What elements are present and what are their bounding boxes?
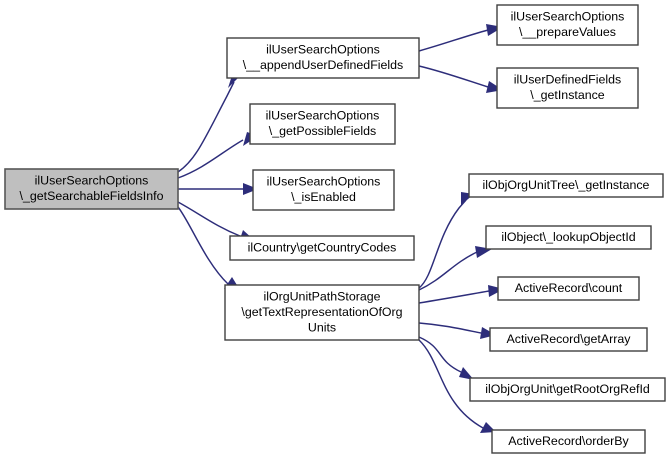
- node-label-line2: \_getSearchableFieldsInfo: [20, 189, 164, 203]
- node-box[interactable]: [489, 327, 648, 352]
- edge-line: [177, 139, 244, 179]
- node-box[interactable]: [496, 67, 639, 109]
- edge-orgpath-to-tree: [418, 192, 474, 289]
- graph-node-orgpath[interactable]: ilOrgUnitPathStorage \getTextRepresentati…: [224, 284, 420, 341]
- node-label-line1: ActiveRecord\count: [515, 281, 623, 295]
- edge-orgpath-to-getarray: [418, 322, 496, 339]
- node-box[interactable]: [252, 169, 395, 211]
- node-label-line2: \__prepareValues: [519, 25, 616, 39]
- graph-node-lookup[interactable]: ilObject\_lookupObjectId: [485, 225, 652, 250]
- node-label-line1: ilObjOrgUnit\getRootOrgRefId: [485, 382, 650, 396]
- graph-node-orderby[interactable]: ActiveRecord\orderBy: [491, 429, 646, 454]
- node-box[interactable]: [491, 429, 646, 454]
- node-box[interactable]: [226, 37, 420, 79]
- node-box[interactable]: [496, 4, 639, 46]
- node-label-line1: ilObjOrgUnitTree\_getInstance: [483, 178, 650, 192]
- arrowhead-icon: [459, 367, 474, 380]
- edge-orgpath-to-count: [418, 285, 504, 304]
- edge-line: [418, 339, 484, 429]
- node-label-line1: ilUserSearchOptions: [266, 43, 380, 57]
- node-box[interactable]: [497, 276, 640, 301]
- node-label-line2: \_isEnabled: [291, 190, 356, 204]
- graph-node-getarray[interactable]: ActiveRecord\getArray: [489, 327, 648, 352]
- edge-line: [418, 199, 467, 289]
- graph-node-possible[interactable]: ilUserSearchOptions\_getPossibleFields: [249, 103, 396, 145]
- node-label-line1: ActiveRecord\getArray: [507, 332, 632, 346]
- node-box[interactable]: [469, 377, 666, 402]
- node-box[interactable]: [485, 225, 652, 250]
- edge-line: [418, 65, 489, 88]
- node-box[interactable]: [468, 173, 664, 198]
- edge-root-to-append: [177, 66, 243, 173]
- node-label-line2: \getTextRepresentationOfOrg: [241, 305, 402, 319]
- node-box[interactable]: [249, 103, 396, 145]
- graph-node-udf[interactable]: ilUserDefinedFields\_getInstance: [496, 67, 639, 109]
- graph-node-enabled[interactable]: ilUserSearchOptions\_isEnabled: [252, 169, 395, 211]
- edge-line: [418, 336, 462, 373]
- node-label-line3: Units: [308, 320, 336, 334]
- edge-line: [418, 29, 489, 52]
- edge-layer: [177, 24, 504, 433]
- graph-node-count[interactable]: ActiveRecord\count: [497, 276, 640, 301]
- node-label-line1: ilUserDefinedFields: [514, 73, 621, 87]
- graph-node-prepare[interactable]: ilUserSearchOptions\__prepareValues: [496, 4, 639, 46]
- edge-line: [177, 201, 241, 237]
- edge-orgpath-to-lookup: [418, 246, 492, 291]
- graph-node-rootref[interactable]: ilObjOrgUnit\getRootOrgRefId: [469, 377, 666, 402]
- node-label-line1: ActiveRecord\orderBy: [508, 434, 629, 448]
- graph-node-country[interactable]: ilCountry\getCountryCodes: [229, 235, 415, 261]
- node-label-line1: ilCountry\getCountryCodes: [248, 240, 397, 254]
- node-label-line1: ilOrgUnitPathStorage: [263, 289, 380, 303]
- edge-line: [418, 322, 482, 334]
- edge-root-to-possible: [177, 132, 258, 179]
- edge-append-to-udf: [418, 65, 503, 93]
- graph-node-tree[interactable]: ilObjOrgUnitTree\_getInstance: [468, 173, 664, 198]
- edge-line: [177, 81, 235, 173]
- edge-line: [418, 251, 478, 291]
- node-label-line1: ilObject\_lookupObjectId: [501, 230, 635, 244]
- edge-append-to-prepare: [418, 24, 503, 52]
- node-label-line1: ilUserSearchOptions: [511, 10, 625, 24]
- node-box[interactable]: [229, 235, 415, 261]
- node-label-line2: \_getPossibleFields: [269, 124, 376, 138]
- node-label-line1: ilUserSearchOptions: [35, 174, 149, 188]
- graph-node-root[interactable]: ilUserSearchOptions\_getSearchableFields…: [4, 168, 179, 210]
- edge-root-to-enabled: [178, 183, 258, 195]
- node-label-line1: ilUserSearchOptions: [266, 109, 380, 123]
- node-label-line2: \_getInstance: [530, 88, 605, 102]
- node-layer: ilUserSearchOptions\_getSearchableFields…: [4, 4, 666, 454]
- arrowhead-icon: [243, 183, 258, 195]
- node-box[interactable]: [4, 168, 179, 210]
- edge-orgpath-to-rootref: [418, 336, 474, 380]
- node-box[interactable]: [224, 284, 420, 341]
- edge-line: [177, 206, 229, 285]
- edge-line: [418, 290, 490, 304]
- node-label-line2: \__appendUserDefinedFields: [243, 58, 404, 72]
- node-label-line1: ilUserSearchOptions: [267, 175, 381, 189]
- graph-node-append[interactable]: ilUserSearchOptions\__appendUserDefinedF…: [226, 37, 420, 79]
